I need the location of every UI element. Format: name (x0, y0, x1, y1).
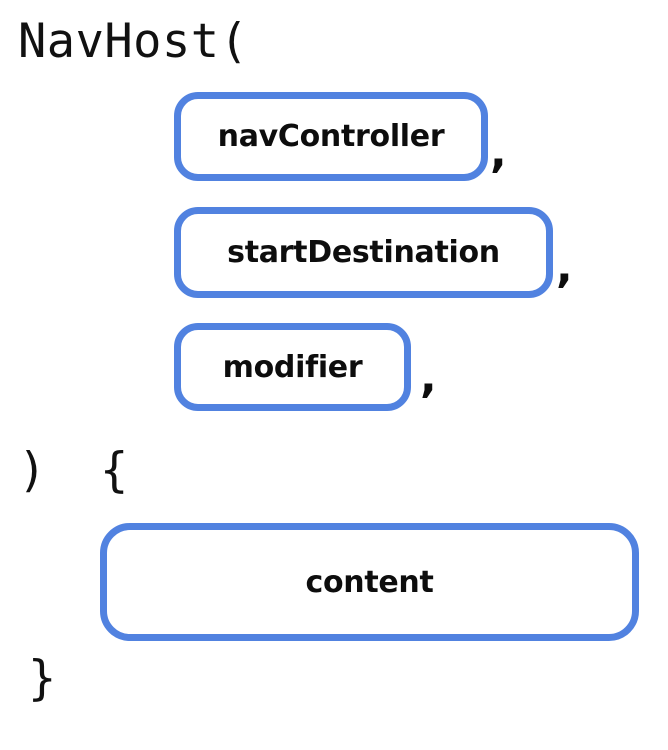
code-token-navhost-open: NavHost( (18, 14, 249, 69)
param-label-startdestination: startDestination (227, 235, 500, 270)
comma-after-navcontroller: , (490, 127, 507, 178)
code-token-open-brace: { (100, 443, 129, 498)
param-label-modifier: modifier (222, 349, 363, 385)
comma-after-startdestination: , (556, 242, 573, 293)
param-label-navcontroller: navController (217, 119, 445, 154)
param-box-content[interactable]: content (100, 523, 639, 641)
param-box-modifier[interactable]: modifier (174, 323, 411, 411)
param-label-content: content (305, 564, 434, 600)
param-box-navcontroller[interactable]: navController (174, 92, 488, 181)
code-token-close-paren: ) (18, 443, 47, 498)
code-token-close-brace: } (28, 651, 57, 706)
comma-after-modifier: , (420, 352, 437, 403)
param-box-startdestination[interactable]: startDestination (174, 207, 553, 298)
